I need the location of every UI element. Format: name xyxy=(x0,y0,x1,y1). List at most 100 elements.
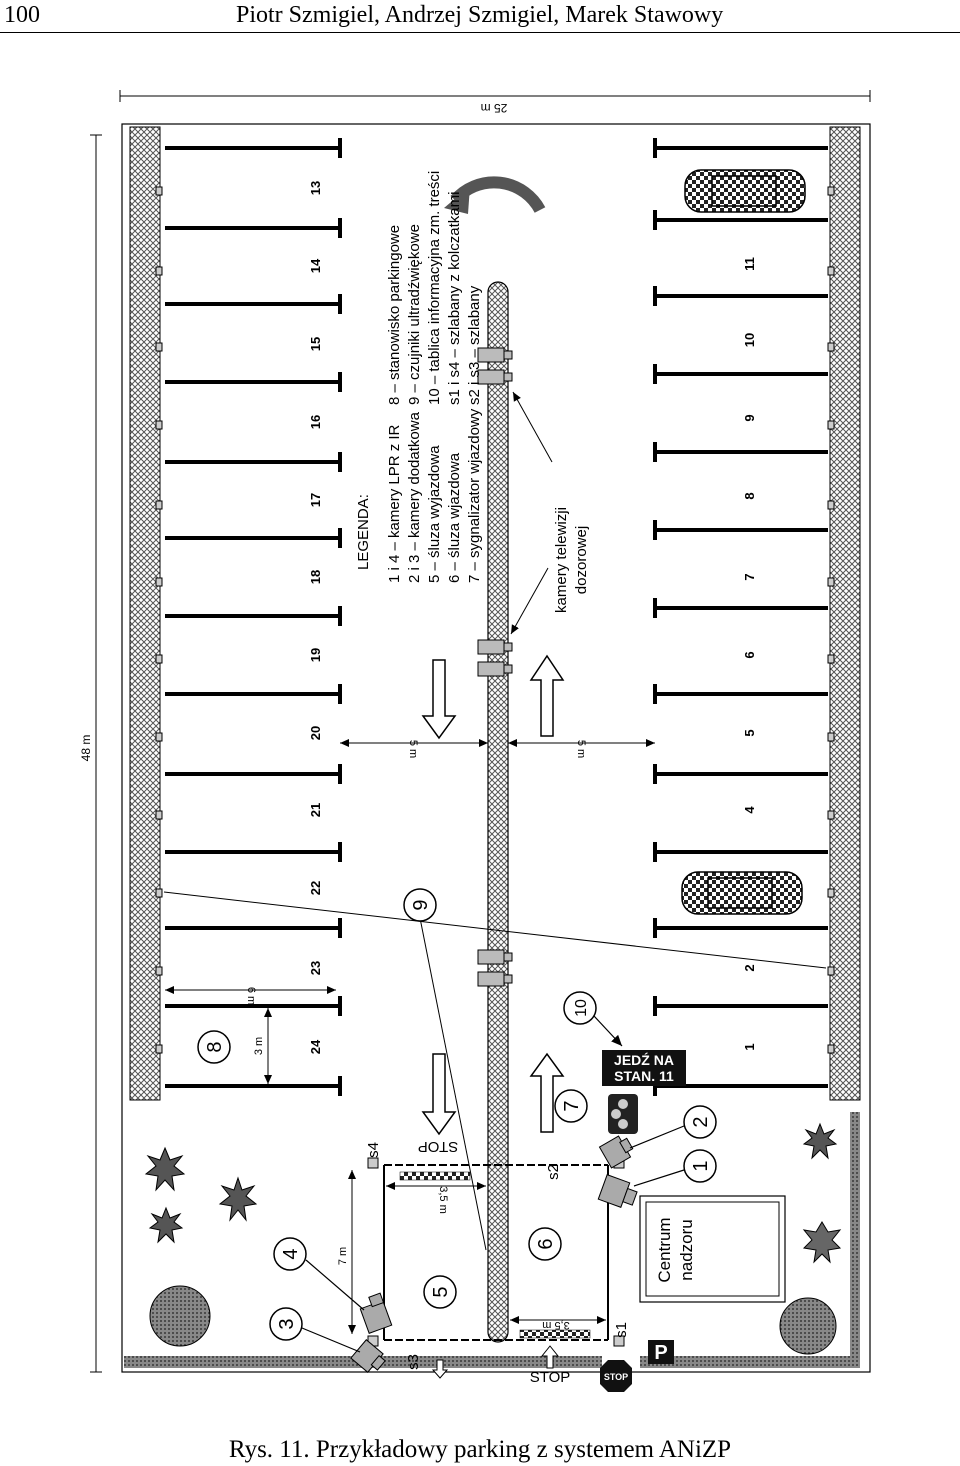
tree-icon xyxy=(802,1221,842,1264)
marker-5: 5 xyxy=(423,1275,457,1309)
left-wall xyxy=(129,126,161,1101)
space-number: 4 xyxy=(742,806,757,814)
header-rule xyxy=(0,32,960,33)
space-number: 11 xyxy=(742,257,757,271)
legend-item: 6 – śluza wjazdowa xyxy=(446,452,463,583)
control-center-outer xyxy=(639,1195,786,1303)
control-center-line1: Centrum xyxy=(655,1217,674,1282)
legend-item: 5 – śluza wyjazdowa xyxy=(426,445,443,583)
stop-sign-icon: STOP xyxy=(600,1360,632,1392)
space-number: 7 xyxy=(742,573,757,580)
bay-width-label: 3 m xyxy=(253,1037,265,1055)
svg-text:9: 9 xyxy=(410,899,432,910)
bay-lines-top xyxy=(165,138,342,1096)
legend-item: 10 – tablica informacyjna zm. treści xyxy=(426,171,443,405)
car-icon xyxy=(681,871,803,915)
lpr-camera-icon xyxy=(350,1339,386,1373)
space-number: 18 xyxy=(308,570,323,584)
space-number: 24 xyxy=(308,1039,323,1054)
legend-title: LEGENDA: xyxy=(355,494,372,570)
dimension-48m-label: 48 m xyxy=(79,735,93,762)
lane-width-label: 5 m xyxy=(575,740,587,758)
space-number: 6 xyxy=(742,651,757,658)
stop-marking-lower: STOP xyxy=(530,1369,571,1386)
bush-icon xyxy=(779,1297,837,1355)
page-authors: Piotr Szmigiel, Andrzej Szmigiel, Marek … xyxy=(236,2,724,28)
marker-2: 2 xyxy=(683,1105,717,1139)
space-number: 2 xyxy=(742,964,757,971)
barrier-label-s2: s2 xyxy=(545,1164,562,1180)
svg-text:8: 8 xyxy=(204,1041,226,1052)
barrier-label-s3: s3 xyxy=(405,1354,422,1370)
tree-icon xyxy=(148,1206,184,1244)
marker-2-pointer xyxy=(629,1125,685,1149)
right-wall xyxy=(829,126,861,1101)
legend-item: 7 – sygnalizator wjazdowy xyxy=(466,408,483,583)
lane-width-label: 5 m xyxy=(407,740,419,758)
dimension-48m xyxy=(90,134,102,1373)
space-number: 9 xyxy=(742,414,757,421)
lpr-camera-icon xyxy=(598,1135,634,1169)
stop-sign-label: STOP xyxy=(604,1372,628,1382)
parking-sign-icon xyxy=(648,1340,674,1364)
barrier-label-s1: s1 xyxy=(613,1322,630,1338)
lane-arrow-up-icon xyxy=(529,1052,565,1133)
callout-pointer xyxy=(512,391,553,463)
surveillance-camera-icon xyxy=(477,639,513,677)
figure-caption: Rys. 11. Przykładowy parking z systemem … xyxy=(228,1436,732,1463)
space-number: 8 xyxy=(742,492,757,499)
space-numbers-bottom: 1 2 4 5 6 7 8 9 10 11 xyxy=(742,257,757,1050)
marker-1-pointer xyxy=(633,1169,685,1187)
surveillance-camera-icon xyxy=(477,949,513,987)
bottom-hedge-right xyxy=(640,1356,860,1368)
central-divider xyxy=(487,281,509,1343)
site-boundary xyxy=(121,123,871,1373)
space-number: 20 xyxy=(308,726,323,740)
sensor-beam xyxy=(163,891,827,969)
space-number: 14 xyxy=(308,258,323,273)
right-hedge xyxy=(850,1112,860,1360)
surveillance-camera-icon xyxy=(477,347,513,385)
wall-sensors xyxy=(155,186,835,1054)
svg-text:7: 7 xyxy=(561,1100,583,1111)
control-center-inner xyxy=(645,1201,780,1297)
lock-length-label: 7 m xyxy=(337,1247,349,1265)
svg-text:6: 6 xyxy=(535,1238,557,1249)
marker-1: 1 xyxy=(683,1149,717,1183)
exit-arrow-icon xyxy=(431,1359,449,1379)
legend-item: 9 – czujniki ultradźwiękowe xyxy=(406,224,423,405)
space-number: 5 xyxy=(742,729,757,736)
svg-text:1: 1 xyxy=(690,1160,712,1171)
lpr-camera-icon xyxy=(597,1174,638,1208)
space-number: 13 xyxy=(308,181,323,195)
dimension-25m xyxy=(119,90,871,102)
svg-text:10: 10 xyxy=(573,999,590,1017)
tree-icon xyxy=(218,1176,258,1222)
page-header: 100 Piotr Szmigiel, Andrzej Szmigiel, Ma… xyxy=(0,0,960,33)
legend-item: s2 i s3 – szlabany xyxy=(466,285,483,405)
space-numbers-top: 24 23 22 21 20 19 18 17 16 15 14 13 xyxy=(308,181,323,1054)
bay-length-label: 6 m xyxy=(245,987,257,1005)
page-number: 100 xyxy=(4,2,40,28)
legend-item: 2 i 3 – kamery dodatkowa xyxy=(406,411,423,583)
space-number: 16 xyxy=(308,415,323,429)
marker-4: 4 xyxy=(273,1237,307,1271)
legend-item: 1 i 4 – kamery LPR z IR xyxy=(386,424,403,583)
traffic-light-icon xyxy=(608,1094,638,1134)
info-board xyxy=(602,1050,686,1086)
marker-4-pointer xyxy=(305,1259,365,1311)
marker-6: 6 xyxy=(528,1227,562,1261)
camera-callout-line1: kamery telewizji xyxy=(553,507,570,613)
svg-text:5: 5 xyxy=(430,1286,452,1297)
tree-icon xyxy=(144,1146,186,1192)
stop-marking-upper: STOP xyxy=(418,1138,459,1155)
svg-text:4: 4 xyxy=(280,1248,302,1259)
parking-sign-label: P xyxy=(654,1342,667,1364)
legend-item: s1 i s4 – szlabany z kolczatkami xyxy=(446,192,463,405)
bush-icon xyxy=(149,1285,211,1347)
marker-3-pointer xyxy=(301,1327,361,1353)
tree-icon xyxy=(802,1122,838,1160)
entry-arrow-icon xyxy=(540,1345,560,1369)
car-icon xyxy=(684,169,806,213)
